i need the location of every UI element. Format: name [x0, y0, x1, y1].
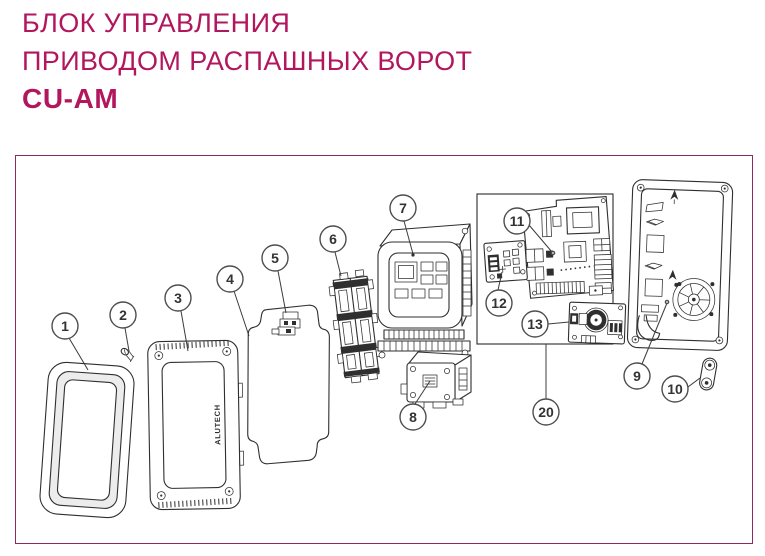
callout-10: 10	[661, 375, 701, 403]
part-13-buzzer-board	[567, 301, 627, 345]
svg-text:20: 20	[538, 404, 554, 420]
part-8-transformer	[400, 351, 472, 409]
svg-text:13: 13	[527, 316, 543, 332]
callout-1: 1	[51, 312, 89, 371]
exploded-view-diagram: ALUTECH	[39, 179, 734, 519]
callout-6: 6	[319, 225, 347, 277]
svg-text:11: 11	[510, 213, 525, 229]
callout-8: 8	[399, 380, 431, 431]
callout-7: 7	[389, 194, 417, 255]
part-6-terminal-rail	[328, 269, 383, 384]
part-2-screw	[120, 347, 135, 362]
page-title-line-1: БЛОК УПРАВЛЕНИЯ	[22, 8, 291, 38]
fan-vent	[672, 278, 716, 321]
part-7-control-module	[377, 223, 473, 359]
svg-text:3: 3	[174, 290, 182, 306]
svg-text:7: 7	[399, 200, 407, 216]
svg-text:1: 1	[61, 318, 69, 334]
brand-logo-text: ALUTECH	[213, 404, 223, 445]
part-9-enclosure-base	[626, 179, 734, 351]
part-11-main-board	[522, 196, 614, 299]
page-title-line-2: ПРИВОДОМ РАСПАШНЫХ ВОРОТ	[22, 46, 473, 76]
part-12-aux-board	[483, 240, 528, 283]
callout-11: 11	[503, 207, 556, 256]
svg-text:10: 10	[667, 381, 683, 397]
callout-3: 3	[164, 284, 192, 352]
part-10-latch	[699, 357, 718, 391]
svg-text:8: 8	[409, 409, 417, 425]
svg-text:9: 9	[633, 368, 641, 384]
part-3-cover: ALUTECH	[147, 339, 245, 511]
page-header: БЛОК УПРАВЛЕНИЯ ПРИВОДОМ РАСПАШНЫХ ВОРОТ…	[22, 4, 472, 118]
part-4-gasket	[247, 304, 330, 465]
svg-text:12: 12	[491, 295, 507, 311]
callout-12: 12	[485, 271, 513, 317]
callout-5: 5	[261, 244, 289, 314]
diagram-frame: ALUTECH	[15, 155, 753, 544]
callout-9: 9	[623, 299, 670, 390]
callout-4: 4	[216, 265, 250, 337]
part-1-bezel-frame	[39, 361, 135, 519]
callout-2: 2	[109, 301, 137, 352]
svg-text:5: 5	[271, 250, 279, 266]
callout-13: 13	[521, 310, 570, 338]
part-5-connector	[271, 311, 301, 336]
group-20-boundary-box	[476, 193, 614, 345]
svg-text:6: 6	[329, 231, 337, 247]
callout-20: 20	[532, 344, 560, 426]
product-model: CU-AM	[22, 83, 119, 114]
svg-text:4: 4	[226, 271, 234, 287]
svg-text:2: 2	[119, 307, 127, 323]
